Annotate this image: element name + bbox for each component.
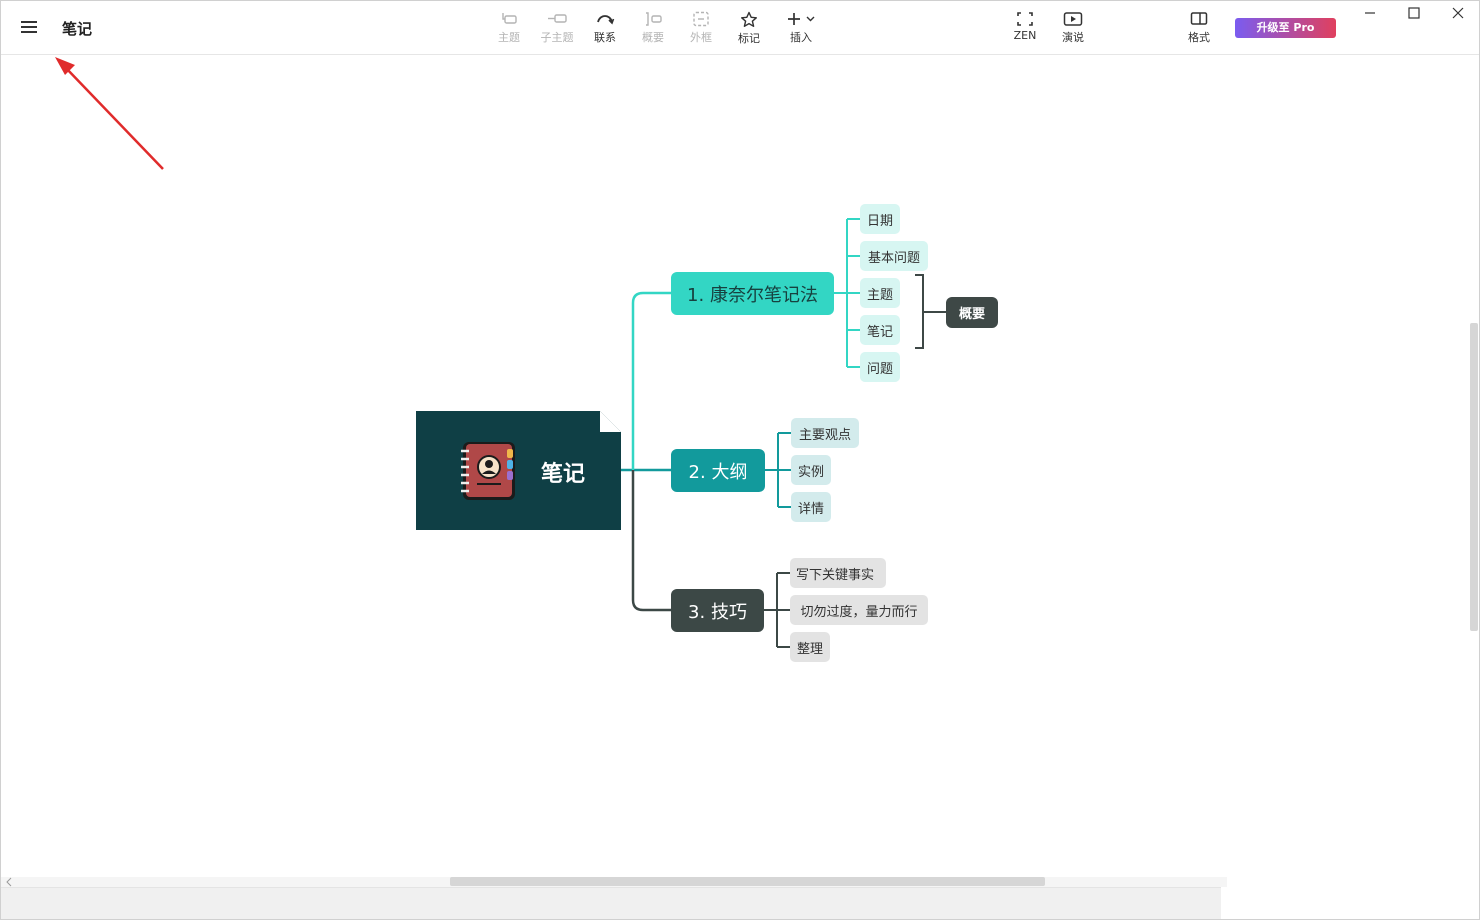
leaf-moderation[interactable]: 切勿过度，量力而行	[790, 595, 928, 625]
format-panel-button[interactable]: 格式	[1175, 9, 1223, 49]
topic-label: 主题	[498, 31, 520, 44]
top-toolbar: 笔记 主题 子主题 联系	[1, 1, 1479, 55]
topic-icon	[502, 13, 517, 24]
branch-tips[interactable]: 3. 技巧	[671, 589, 764, 632]
plus-icon	[788, 13, 815, 25]
leaf-questions[interactable]: 问题	[860, 352, 900, 382]
status-bar	[1, 887, 1221, 919]
boundary-button[interactable]: 外框	[677, 9, 725, 49]
fullscreen-icon	[1017, 12, 1033, 26]
star-icon	[741, 11, 757, 27]
branch-cornell-method[interactable]: 1. 康奈尔笔记法	[671, 272, 834, 315]
topic-button[interactable]: 主题	[485, 9, 533, 49]
leaf-key-facts[interactable]: 写下关键事实	[790, 558, 886, 588]
maximize-icon[interactable]	[1399, 5, 1429, 23]
subtopic-label: 子主题	[540, 31, 574, 44]
document-title: 笔记	[62, 20, 93, 38]
zen-mode-button[interactable]: ZEN	[1001, 9, 1049, 49]
subtopic-button[interactable]: 子主题	[533, 9, 581, 49]
minimize-icon[interactable]	[1355, 5, 1385, 23]
marker-label: 标记	[738, 32, 760, 45]
close-icon[interactable]	[1443, 5, 1473, 23]
format-label: 格式	[1188, 31, 1210, 44]
zen-label: ZEN	[1013, 29, 1037, 42]
boundary-icon	[693, 11, 709, 27]
notebook-icon	[461, 442, 515, 500]
relationship-curve-icon	[597, 15, 615, 25]
leaf-organize[interactable]: 整理	[790, 632, 830, 662]
summary-button[interactable]: 概要	[629, 9, 677, 49]
leaf-details[interactable]: 详情	[791, 492, 831, 522]
root-topic-label: 笔记	[541, 462, 586, 487]
upgrade-pro-button[interactable]: 升级至 Pro	[1235, 18, 1336, 38]
present-button[interactable]: 演说	[1049, 9, 1097, 49]
leaf-notes[interactable]: 笔记	[860, 315, 900, 345]
branch-outline[interactable]: 2. 大纲	[671, 449, 765, 492]
hamburger-menu-icon[interactable]	[19, 17, 41, 37]
relationship-label: 联系	[594, 31, 616, 44]
presentation-play-icon	[1063, 12, 1083, 26]
root-topic[interactable]	[416, 411, 621, 530]
leaf-topic[interactable]: 主题	[860, 278, 900, 308]
summary-label: 概要	[642, 31, 664, 44]
leaf-basic-question[interactable]: 基本问题	[860, 241, 928, 271]
scroll-left-arrow-icon[interactable]	[4, 877, 14, 887]
insert-button[interactable]: 插入	[777, 9, 825, 49]
marker-button[interactable]: 标记	[725, 9, 773, 49]
root-corner-fold	[600, 411, 621, 432]
relationship-button[interactable]: 联系	[581, 9, 629, 49]
horizontal-scrollbar-thumb[interactable]	[450, 877, 1045, 886]
leaf-main-points[interactable]: 主要观点	[791, 418, 859, 448]
vertical-scrollbar[interactable]	[1470, 323, 1478, 631]
leaf-examples[interactable]: 实例	[791, 455, 831, 485]
summary-bracket-icon	[646, 12, 662, 26]
present-label: 演说	[1062, 31, 1084, 44]
leaf-date[interactable]: 日期	[860, 204, 900, 234]
side-panel-icon	[1190, 12, 1208, 25]
boundary-label: 外框	[690, 31, 712, 44]
insert-label: 插入	[790, 31, 812, 44]
summary-topic[interactable]: 概要	[946, 297, 998, 328]
subtopic-icon	[548, 14, 567, 23]
